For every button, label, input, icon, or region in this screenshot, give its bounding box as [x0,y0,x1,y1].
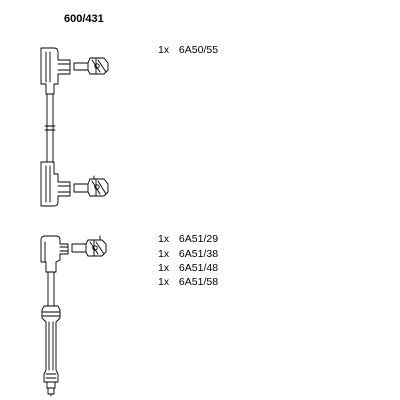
code: 6A51/48 [178,262,219,274]
qty: 1x [158,248,170,260]
cable-body [44,93,56,163]
code: 6A51/38 [178,248,219,260]
code: 6A51/29 [178,233,219,245]
code: 6A50/55 [178,44,219,56]
qty: 1x [158,233,170,245]
part-number-title: 600/431 [64,13,104,25]
cable-body [47,271,55,307]
bottom-terminal [73,175,109,197]
code: 6A51/58 [178,276,219,288]
qty: 1x [158,262,170,274]
cable-6a50-55 [40,47,109,207]
cable-label-a1: 1x 6A50/55 [158,44,218,56]
top-terminal [73,57,109,75]
qty: 1x [158,276,170,288]
cable-label-b3: 1x 6A51/48 [158,262,218,274]
top-angled-boot [40,235,69,273]
top-terminal [71,235,107,257]
qty: 1x [158,44,170,56]
cable-label-b1: 1x 6A51/29 [158,233,218,245]
bottom-angled-boot [40,161,71,207]
straight-plug-boot [41,305,61,397]
cable-label-b2: 1x 6A51/38 [158,248,218,260]
top-angled-boot [40,47,71,95]
cable-label-b4: 1x 6A51/58 [158,276,218,288]
cable-6a51-set [40,235,107,397]
